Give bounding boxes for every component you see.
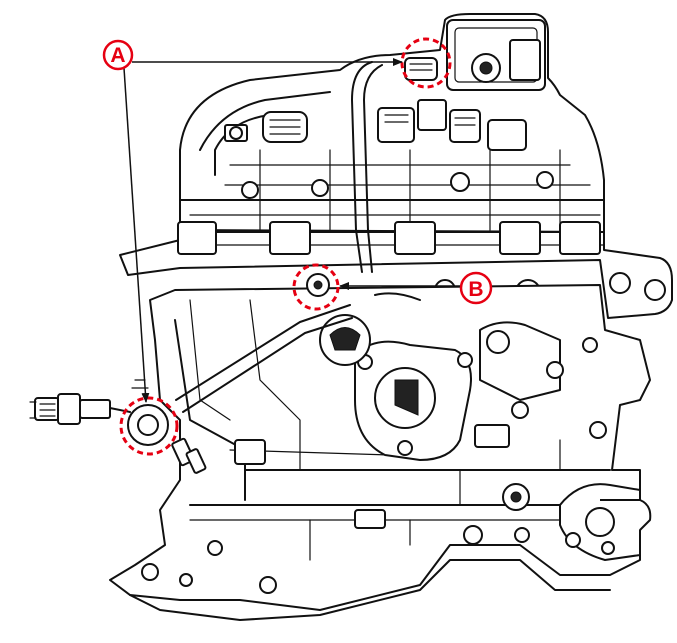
callout-a-label: A — [110, 44, 125, 67]
leader-lines — [123, 58, 460, 403]
highlight-center-bolt — [292, 263, 340, 311]
knock-sensor-assembly — [29, 379, 207, 474]
mounting-features — [306, 273, 421, 366]
callout-b-label: B — [468, 278, 483, 301]
callout-a: A — [102, 39, 134, 71]
leader-a-down — [123, 67, 150, 403]
callout-b-ring — [459, 271, 493, 305]
callout-a-ring — [102, 39, 134, 71]
intake-manifold — [179, 13, 605, 233]
sensor-harness — [175, 57, 438, 413]
callout-b: B — [459, 271, 493, 305]
engine-block — [109, 284, 652, 621]
